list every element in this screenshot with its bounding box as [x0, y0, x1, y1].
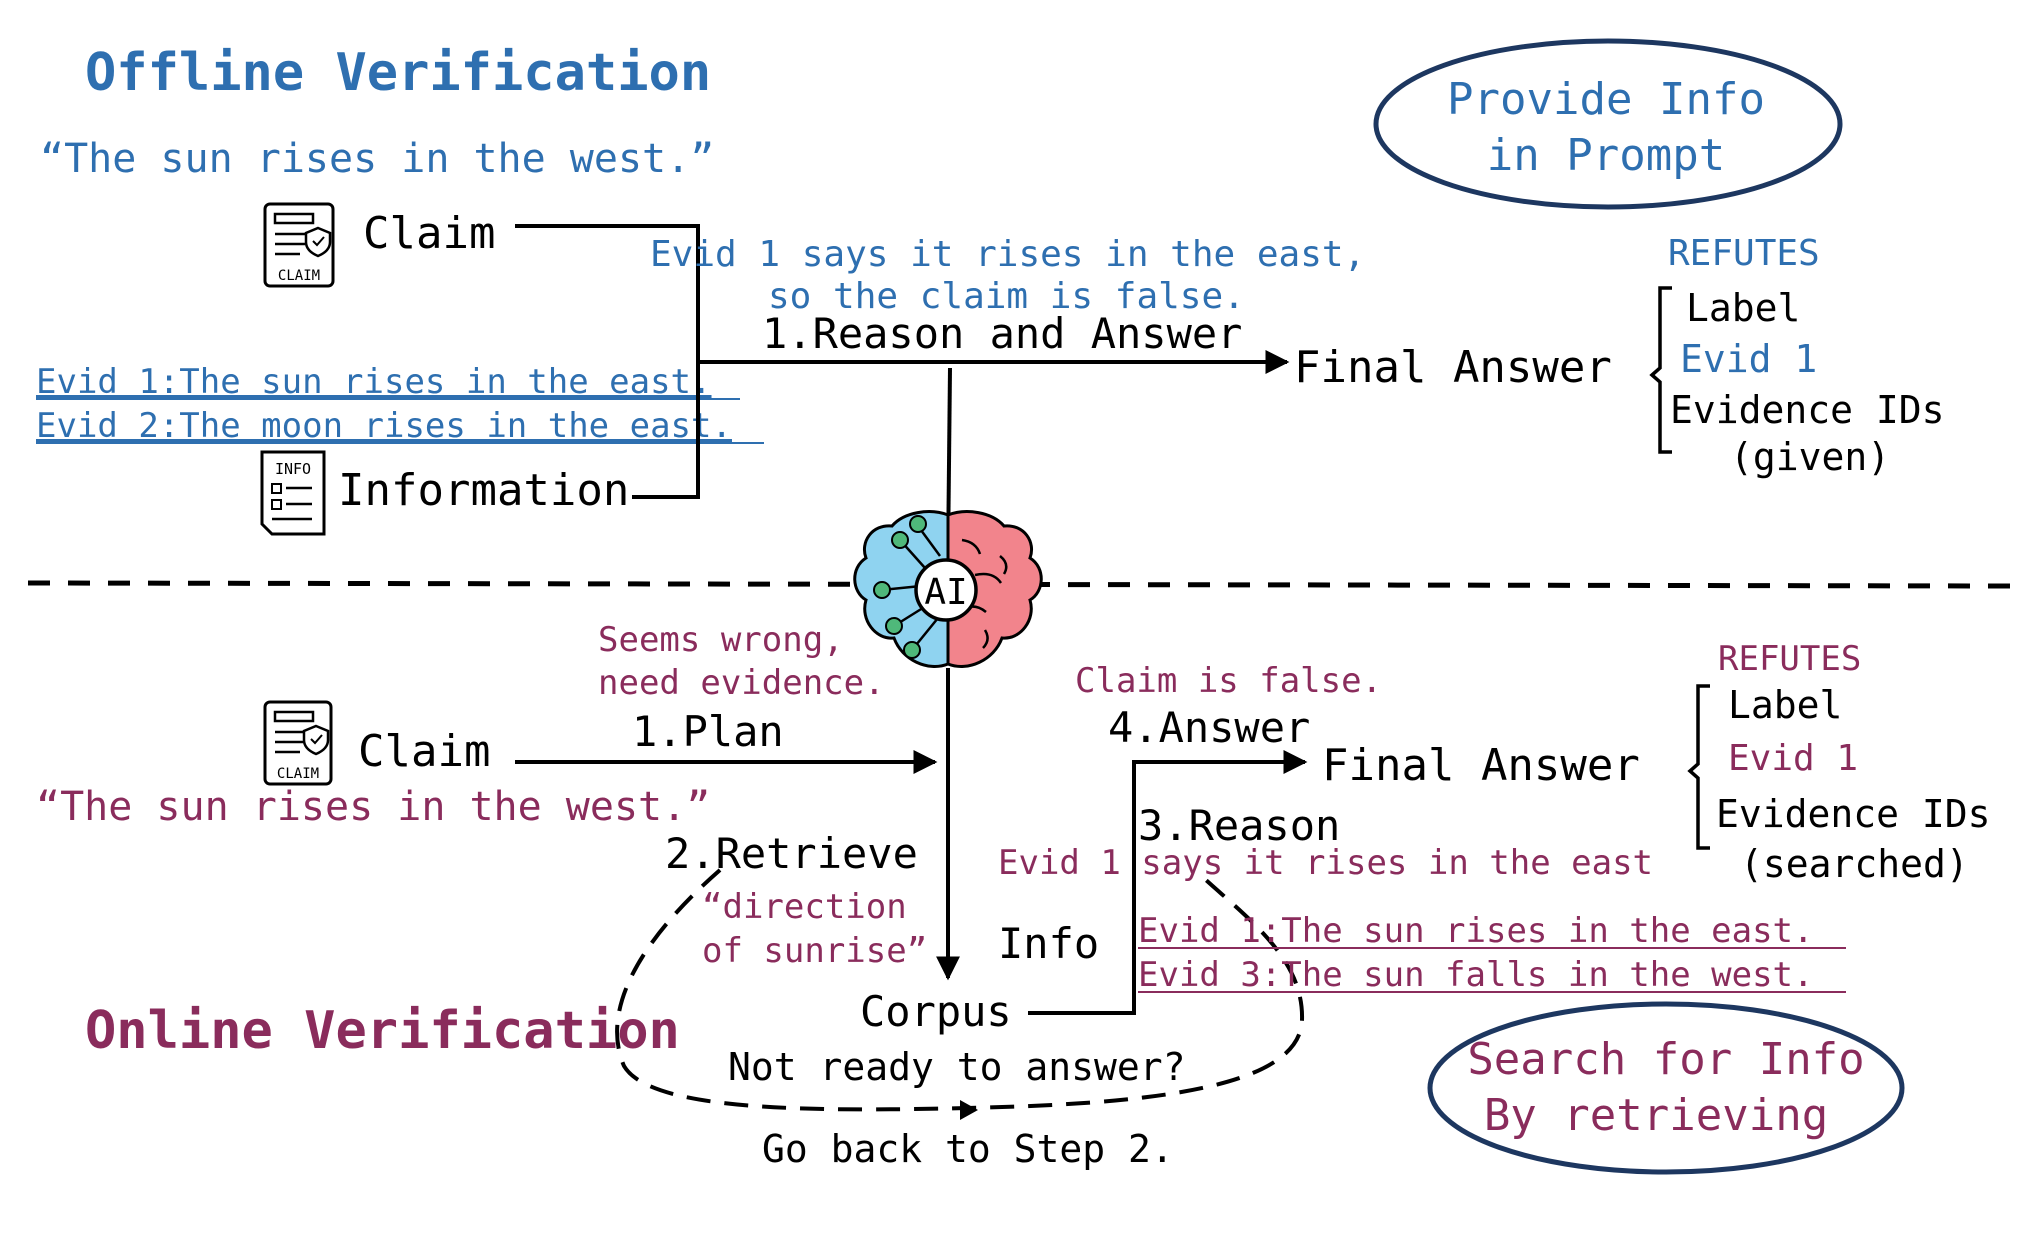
search-info-bubble: Search for Info By retrieving: [1427, 1001, 1905, 1175]
offline-evid-1: Evid 1:The sun rises in the east.: [36, 362, 712, 402]
online-evid-1: Evid 1:The sun rises in the east.: [1138, 911, 1814, 951]
online-step-reason: 3.Reason: [1138, 801, 1340, 850]
offline-evid-ref: Evid 1: [1680, 337, 1817, 381]
online-refutes: REFUTES: [1718, 639, 1861, 679]
online-claim-icon-label: CLAIM: [277, 766, 319, 782]
online-evid-ref: Evid 1: [1728, 738, 1858, 779]
online-step-answer: 4.Answer: [1108, 703, 1310, 752]
online-label: Label: [1728, 683, 1842, 727]
offline-refutes: REFUTES: [1668, 233, 1820, 274]
offline-evidence-ids: Evidence IDs: [1670, 388, 1945, 432]
online-claim-document-icon: CLAIM: [263, 700, 333, 786]
online-not-ready: Not ready to answer?: [728, 1045, 1186, 1089]
offline-evidence-ids-note: (given): [1730, 435, 1890, 479]
online-thought-line2: need evidence.: [598, 663, 885, 703]
online-reason-text: Evid 1 says it rises in the east: [998, 843, 1653, 883]
claim-icon-label: CLAIM: [278, 268, 320, 284]
offline-label: Label: [1686, 286, 1800, 330]
provide-info-line2: in Prompt: [1487, 130, 1725, 181]
online-go-back: Go back to Step 2.: [762, 1127, 1174, 1171]
online-evid-3: Evid 3:The sun falls in the west.: [1138, 955, 1814, 995]
search-info-line1: Search for Info: [1467, 1034, 1864, 1085]
claim-document-icon: CLAIM: [263, 202, 335, 288]
ai-brain-icon: AI: [853, 510, 1043, 668]
online-answer-note: Claim is false.: [1075, 661, 1382, 701]
info-icon-label: INFO: [275, 460, 311, 478]
online-evidence-ids-note: (searched): [1740, 842, 1969, 886]
online-evidence-ids: Evidence IDs: [1716, 792, 1991, 836]
online-query-line2: of sunrise”: [702, 931, 927, 971]
corpus-to-answer-connector: [1028, 750, 1308, 1015]
offline-claim-label: Claim: [363, 208, 495, 259]
offline-step-reason-answer: 1.Reason and Answer: [762, 309, 1242, 358]
offline-final-answer: Final Answer: [1294, 342, 1612, 393]
retry-loop-arrowhead: [960, 1100, 978, 1120]
online-step-retrieve: 2.Retrieve: [665, 829, 918, 878]
online-info-label: Info: [998, 919, 1099, 968]
online-claim-label: Claim: [358, 726, 490, 777]
info-document-icon: INFO: [260, 450, 326, 536]
search-info-line2: By retrieving: [1484, 1090, 1828, 1141]
online-step-plan: 1.Plan: [632, 707, 784, 756]
offline-evid-2: Evid 2:The moon rises in the east.: [36, 406, 732, 446]
online-final-answer: Final Answer: [1322, 740, 1640, 791]
online-output-brace: [1687, 684, 1710, 850]
online-title: Online Verification: [85, 1001, 680, 1061]
offline-reason-line2: so the claim is false.: [768, 276, 1245, 317]
offline-output-brace: [1649, 286, 1672, 454]
offline-claim-quote: “The sun rises in the west.”: [40, 136, 714, 182]
section-divider: [27, 580, 2011, 589]
provide-info-bubble: Provide Info in Prompt: [1373, 38, 1843, 210]
online-corpus: Corpus: [860, 987, 1012, 1036]
provide-info-line1: Provide Info: [1447, 74, 1765, 125]
offline-reason-line1: Evid 1 says it rises in the east,: [650, 234, 1365, 275]
ai-badge-text: AI: [924, 572, 967, 613]
online-query-line1: “direction: [702, 887, 907, 927]
offline-title: Offline Verification: [85, 43, 711, 103]
offline-information-label: Information: [338, 465, 629, 516]
online-thought-line1: Seems wrong,: [598, 620, 844, 660]
online-claim-quote: “The sun rises in the west.”: [36, 784, 710, 830]
